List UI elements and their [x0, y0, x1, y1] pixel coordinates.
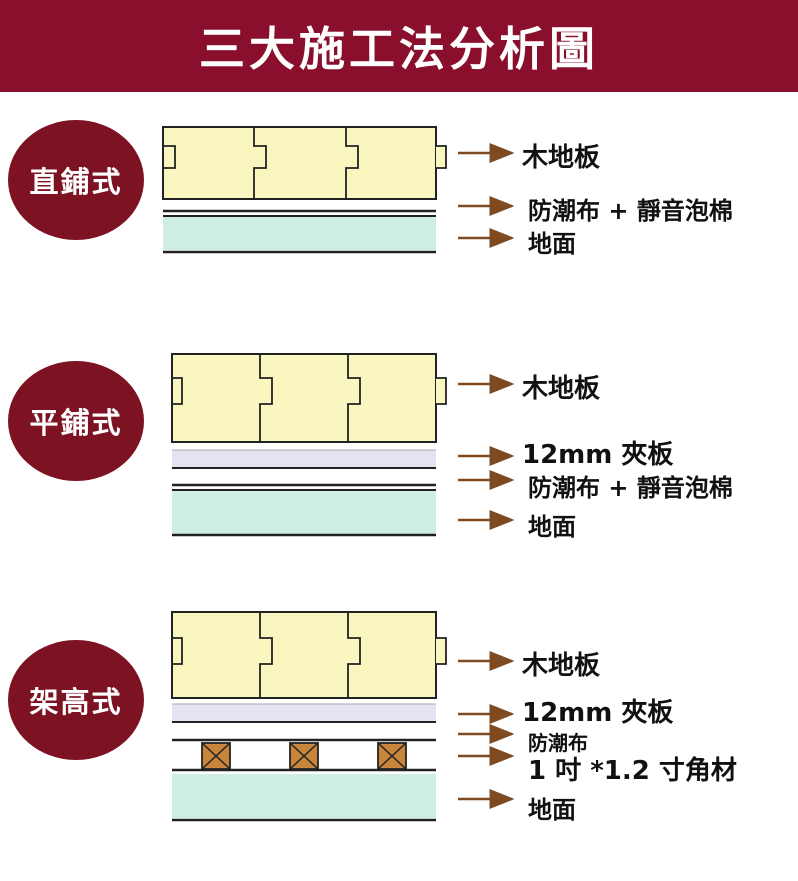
- ground-layer: [172, 490, 436, 534]
- joist-beams: [201, 742, 407, 770]
- label-moisture-foam: 防潮布 + 靜音泡棉: [528, 197, 733, 225]
- label-moisture-foam: 防潮布 + 靜音泡棉: [528, 474, 733, 502]
- wood-floor-layer: [162, 126, 447, 200]
- label-wood-floor: 木地板: [522, 651, 601, 681]
- method-badge-flat: 平鋪式: [8, 361, 144, 481]
- ground-layer: [163, 216, 436, 250]
- label-joist: 1 吋 *1.2 寸角材: [528, 756, 737, 786]
- page-title: 三大施工法分析圖: [0, 0, 798, 92]
- plywood-layer: [172, 704, 436, 722]
- method-badge-raised: 架高式: [8, 640, 144, 760]
- label-wood-floor: 木地板: [522, 143, 601, 173]
- label-wood-floor: 木地板: [522, 374, 601, 404]
- diagram-flat: [171, 353, 515, 537]
- plywood-layer: [172, 450, 436, 468]
- wood-floor-layer: [171, 353, 447, 443]
- label-ground: 地面: [528, 230, 576, 258]
- label-ground: 地面: [528, 513, 576, 541]
- ground-layer: [172, 774, 436, 818]
- label-plywood: 12mm 夾板: [522, 698, 674, 728]
- diagram-direct: [162, 126, 515, 254]
- diagram-raised: [171, 611, 515, 822]
- wood-floor-layer: [171, 611, 447, 699]
- label-ground: 地面: [528, 796, 576, 824]
- label-plywood: 12mm 夾板: [522, 440, 674, 470]
- method-badge-direct: 直鋪式: [8, 120, 144, 240]
- label-moisture: 防潮布: [528, 731, 588, 755]
